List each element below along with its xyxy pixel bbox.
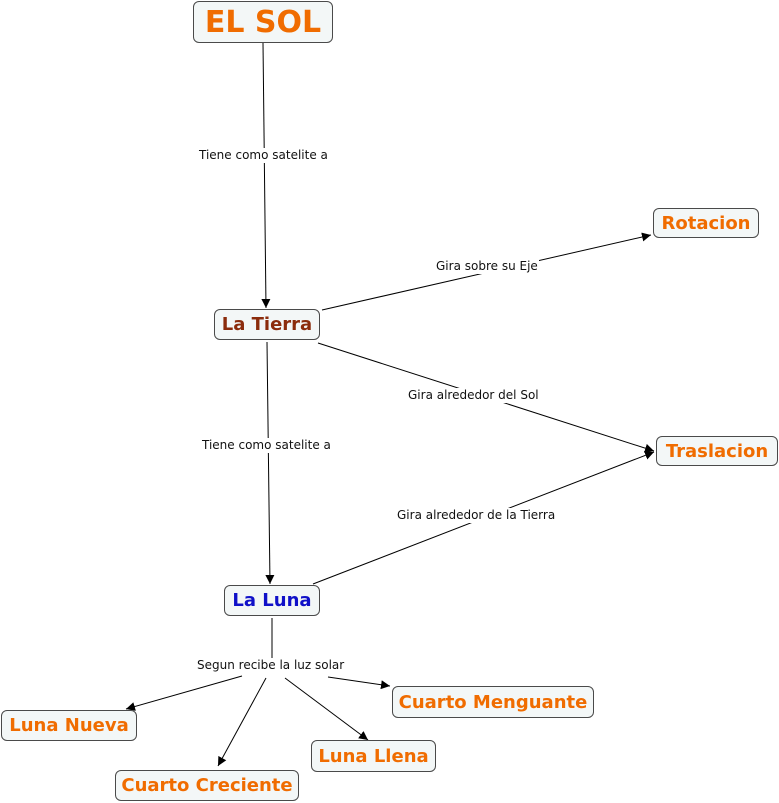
node-la-tierra[interactable]: La Tierra [214, 309, 320, 340]
link-label-tierra-luna: Tiene como satelite a [201, 438, 332, 453]
link-fase-luna-llena-line [284, 677, 369, 741]
link-label-sol-tierra: Tiene como satelite a [198, 148, 329, 163]
node-traslacion[interactable]: Traslacion [656, 436, 778, 466]
link-label-tierra-traslacion: Gira alrededor del Sol [407, 388, 540, 403]
link-fase-cuarto-menguante-line [327, 676, 391, 690]
node-luna-nueva[interactable]: Luna Nueva [1, 710, 137, 741]
link-label-tierra-rotacion: Gira sobre su Eje [435, 259, 539, 274]
node-la-luna[interactable]: La Luna [224, 585, 320, 616]
link-fase-luna-nueva-line [125, 675, 243, 711]
node-el-sol[interactable]: EL SOL [193, 1, 333, 43]
link-sol-tierra-line [261, 42, 271, 309]
node-cuarto-creciente[interactable]: Cuarto Creciente [115, 770, 299, 801]
node-cuarto-menguante[interactable]: Cuarto Menguante [392, 686, 594, 718]
node-luna-llena[interactable]: Luna Llena [311, 740, 436, 772]
node-rotacion[interactable]: Rotacion [653, 208, 759, 238]
link-tierra-luna-line [265, 341, 275, 585]
link-label-luna-traslacion: Gira alrededor de la Tierra [396, 508, 557, 523]
link-label-luna-fases: Segun recibe la luz solar [196, 658, 346, 673]
link-fase-cuarto-creciente-line [217, 677, 267, 767]
